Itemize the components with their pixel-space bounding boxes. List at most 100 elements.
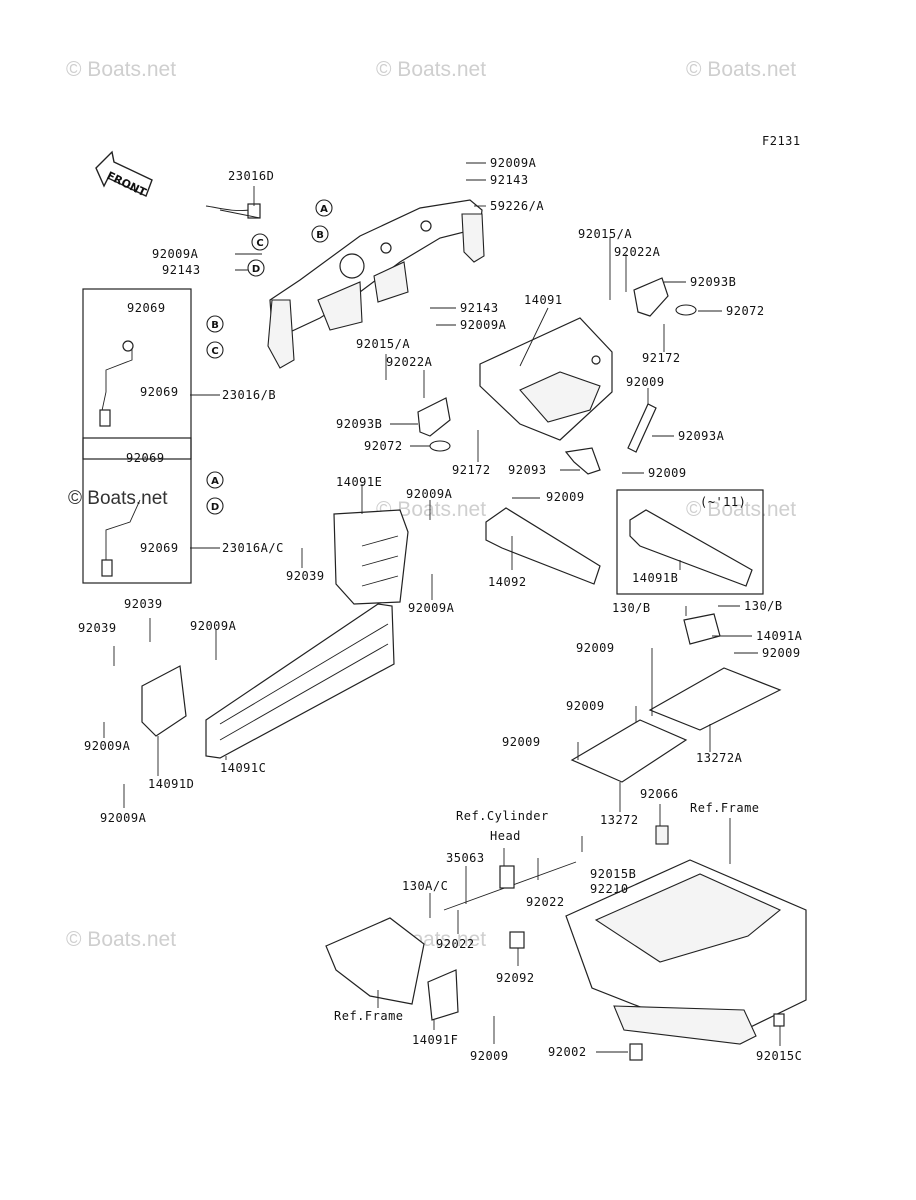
variant-detail-box (616, 489, 764, 595)
watermark: © Boats.net (376, 498, 486, 521)
part-label: 92072 (726, 304, 765, 318)
part-label: 92069 (126, 451, 165, 465)
clip-part (429, 440, 451, 452)
part-label: 92143 (162, 263, 201, 277)
svg-text:C: C (256, 238, 263, 249)
cross-member-part (267, 199, 485, 369)
part-label: 92143 (490, 173, 529, 187)
part-label: 92009 (648, 466, 687, 480)
collar-part (509, 931, 525, 949)
part-label: 14091 (524, 293, 563, 307)
part-label: 35063 (446, 851, 485, 865)
part-label: 23016A/C (222, 541, 284, 555)
part-label: 92009A (152, 247, 199, 261)
watermark: © Boats.net (68, 488, 168, 509)
callout-d-icon: D (206, 497, 224, 515)
part-label: 92172 (452, 463, 491, 477)
part-label: 92009 (576, 641, 615, 655)
svg-text:C: C (211, 346, 218, 357)
bracket-part (633, 277, 669, 317)
part-label: 14091F (412, 1033, 458, 1047)
part-label: 92039 (286, 569, 325, 583)
callout-b-icon: B (311, 225, 329, 243)
variant-note: (~'11) (700, 495, 746, 509)
harness-detail-box (82, 437, 192, 584)
part-label: 92009A (406, 487, 453, 501)
nut-part (773, 1013, 785, 1027)
part-label: 92009A (490, 156, 537, 170)
part-label: 13272 (600, 813, 639, 827)
watermark: © Boats.net (376, 58, 486, 81)
guard-part (683, 613, 721, 645)
bolt-part (629, 1043, 643, 1061)
part-label: 92093B (690, 275, 736, 289)
part-label: Head (490, 829, 521, 843)
watermark: © Boats.net (686, 498, 796, 521)
bracket-part (417, 397, 451, 437)
part-label: 92009 (546, 490, 585, 504)
bracket-part (141, 665, 187, 737)
part-label: 14091C (220, 761, 266, 775)
part-labels: 23016D 92009A 92143 59226/A 92009A 92143… (78, 156, 802, 1063)
part-label: 130/B (744, 599, 783, 613)
part-label: 92022A (614, 245, 661, 259)
part-label: 92093B (336, 417, 382, 431)
svg-text:B: B (316, 230, 324, 241)
part-label: 14091D (148, 777, 194, 791)
part-label: 92009A (460, 318, 507, 332)
svg-text:D: D (211, 502, 219, 513)
watermark: © Boats.net (66, 928, 176, 951)
part-label: 14091B (632, 571, 678, 585)
part-label: 92015/A (578, 227, 632, 241)
part-label: 92009 (502, 735, 541, 749)
part-label: 92072 (364, 439, 403, 453)
connector-part (101, 559, 113, 577)
svg-text:A: A (320, 204, 328, 215)
callout-a-icon: A (206, 471, 224, 489)
part-label: 92015B (590, 867, 636, 881)
floor-panel-part (479, 317, 613, 441)
part-label: 92022A (386, 355, 433, 369)
part-label: 23016/B (222, 388, 276, 402)
part-label: 92069 (140, 541, 179, 555)
figure-code: F2131 (762, 134, 801, 148)
part-label: 92002 (548, 1045, 587, 1059)
watermark: © Boats.net (686, 58, 796, 81)
part-label: 92092 (496, 971, 535, 985)
part-label: 92093A (678, 429, 725, 443)
part-label: 92022 (526, 895, 565, 909)
part-label: 92009A (190, 619, 237, 633)
callout-c-icon: C (206, 341, 224, 359)
svg-text:D: D (252, 264, 260, 275)
part-label: 92172 (642, 351, 681, 365)
harness-wire (105, 499, 141, 570)
part-label: 14092 (488, 575, 527, 589)
part-label: Ref.Frame (334, 1009, 404, 1023)
part-label: Ref.Cylinder (456, 809, 549, 823)
part-label: 23016D (228, 169, 274, 183)
part-label: 92022 (436, 937, 475, 951)
part-label: 92093 (508, 463, 547, 477)
frame-part (565, 859, 807, 1045)
part-label: 92009A (408, 601, 455, 615)
callout-d-icon: D (247, 259, 265, 277)
connector-part (122, 340, 134, 352)
mount-part (499, 865, 515, 889)
bracket-part (427, 969, 459, 1021)
harness-part (205, 203, 261, 219)
guard-part (570, 719, 688, 783)
part-label: 13272A (696, 751, 743, 765)
side-panel-part (205, 603, 395, 759)
part-label: 14091E (336, 475, 382, 489)
watermark: © Boats.net (66, 58, 176, 81)
part-label: 92009A (84, 739, 131, 753)
harness-wire (99, 346, 133, 421)
part-label: 92039 (78, 621, 117, 635)
svg-text:B: B (211, 320, 219, 331)
part-label: 92210 (590, 882, 629, 896)
part-label: 92015C (756, 1049, 802, 1063)
guard-part (648, 667, 782, 731)
svg-text:A: A (211, 476, 219, 487)
part-label: Ref.Frame (690, 801, 760, 815)
